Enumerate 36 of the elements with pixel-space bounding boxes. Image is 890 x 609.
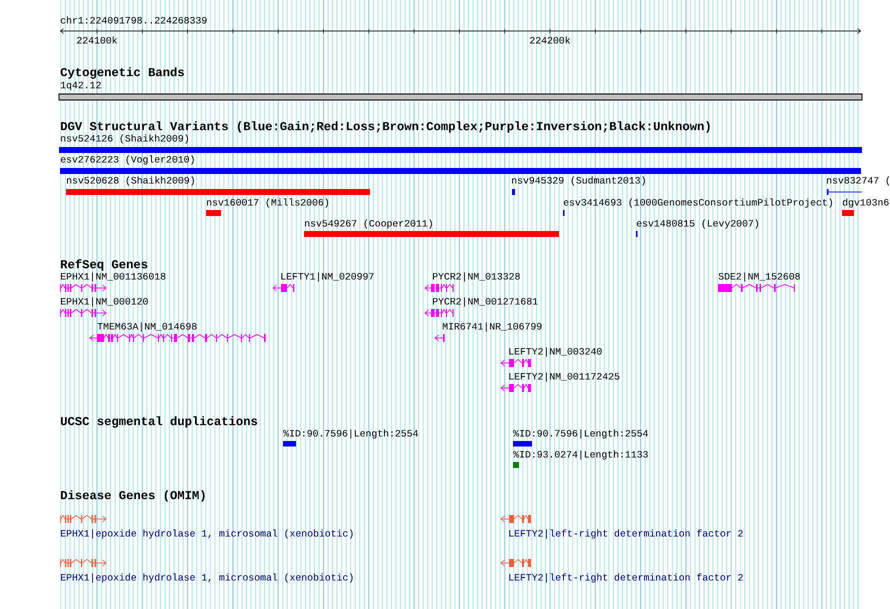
duplication-label: %ID:93.0274|Length:1133 xyxy=(513,450,648,460)
variant-label: esv2762223 (Vogler2010) xyxy=(60,155,194,165)
variant-label: nsv520628 (Shaikh2009) xyxy=(67,176,194,186)
gene-label: PYCR2|NM_013328 xyxy=(432,272,520,282)
variant-label: nsv945329 (Sudmant2013) xyxy=(512,176,645,186)
duplication-label: %ID:90.7596|Length:2554 xyxy=(513,429,648,439)
disease-gene-label: LEFTY2|left-right determination factor 2 xyxy=(509,529,743,539)
variant-label: nsv549267 (Cooper2011) xyxy=(305,219,432,229)
variant-label: nsv160017 (Mills2006) xyxy=(207,198,328,208)
gene-label: EPHX1|NM_001136018 xyxy=(60,272,166,282)
variant-label: nsv524126 (Shaikh2009) xyxy=(61,134,188,144)
variant-label: esv3414693 (1000GenomesConsortiumPilotProject) xyxy=(564,198,832,208)
track-heading: UCSC segmental duplications xyxy=(60,416,258,428)
disease-gene-label: LEFTY2|left-right determination factor 2 xyxy=(509,573,743,583)
track-heading: RefSeq Genes xyxy=(61,259,148,271)
band-label: 1q42.12 xyxy=(60,82,101,90)
tick-label: 224200k xyxy=(530,36,570,44)
gene-label: LEFTY1|NM_020997 xyxy=(281,272,374,282)
variant-label: esv1480815 (Levy2007) xyxy=(636,219,758,229)
tick-label: 224100k xyxy=(77,36,118,44)
gene-label: EPHX1|NM_000120 xyxy=(60,297,148,307)
gene-label: TMEM63A|NM_014698 xyxy=(98,322,197,332)
gene-label: SDE2|NM_152608 xyxy=(718,272,800,282)
duplication-label: %ID:90.7596|Length:2554 xyxy=(283,429,418,439)
disease-gene-label: EPHX1|epoxide hydrolase 1, microsomal (xenobiotic) xyxy=(60,529,353,539)
gene-label: LEFTY2|NM_003240 xyxy=(509,347,602,357)
gene-label: PYCR2|NM_001271681 xyxy=(432,297,538,307)
gene-label: MIR6741|NR_106799 xyxy=(442,322,542,332)
track-heading: Disease Genes (OMIM) xyxy=(61,490,205,502)
track-heading: Cytogenetic Bands xyxy=(60,67,184,79)
variant-label: nsv832747 ( xyxy=(827,176,890,186)
position-title: chr1:224091798..224268339 xyxy=(60,16,207,24)
gene-label: LEFTY2|NM_001172425 xyxy=(509,372,620,382)
disease-gene-label: EPHX1|epoxide hydrolase 1, microsomal (xenobiotic) xyxy=(60,573,353,583)
variant-label: dgv103n6 xyxy=(842,198,889,208)
track-heading: DGV Structural Variants (Blue:Gain;Red:Loss;Brown:Complex;Purple:Inversion;Black:Unknown) xyxy=(61,121,710,133)
